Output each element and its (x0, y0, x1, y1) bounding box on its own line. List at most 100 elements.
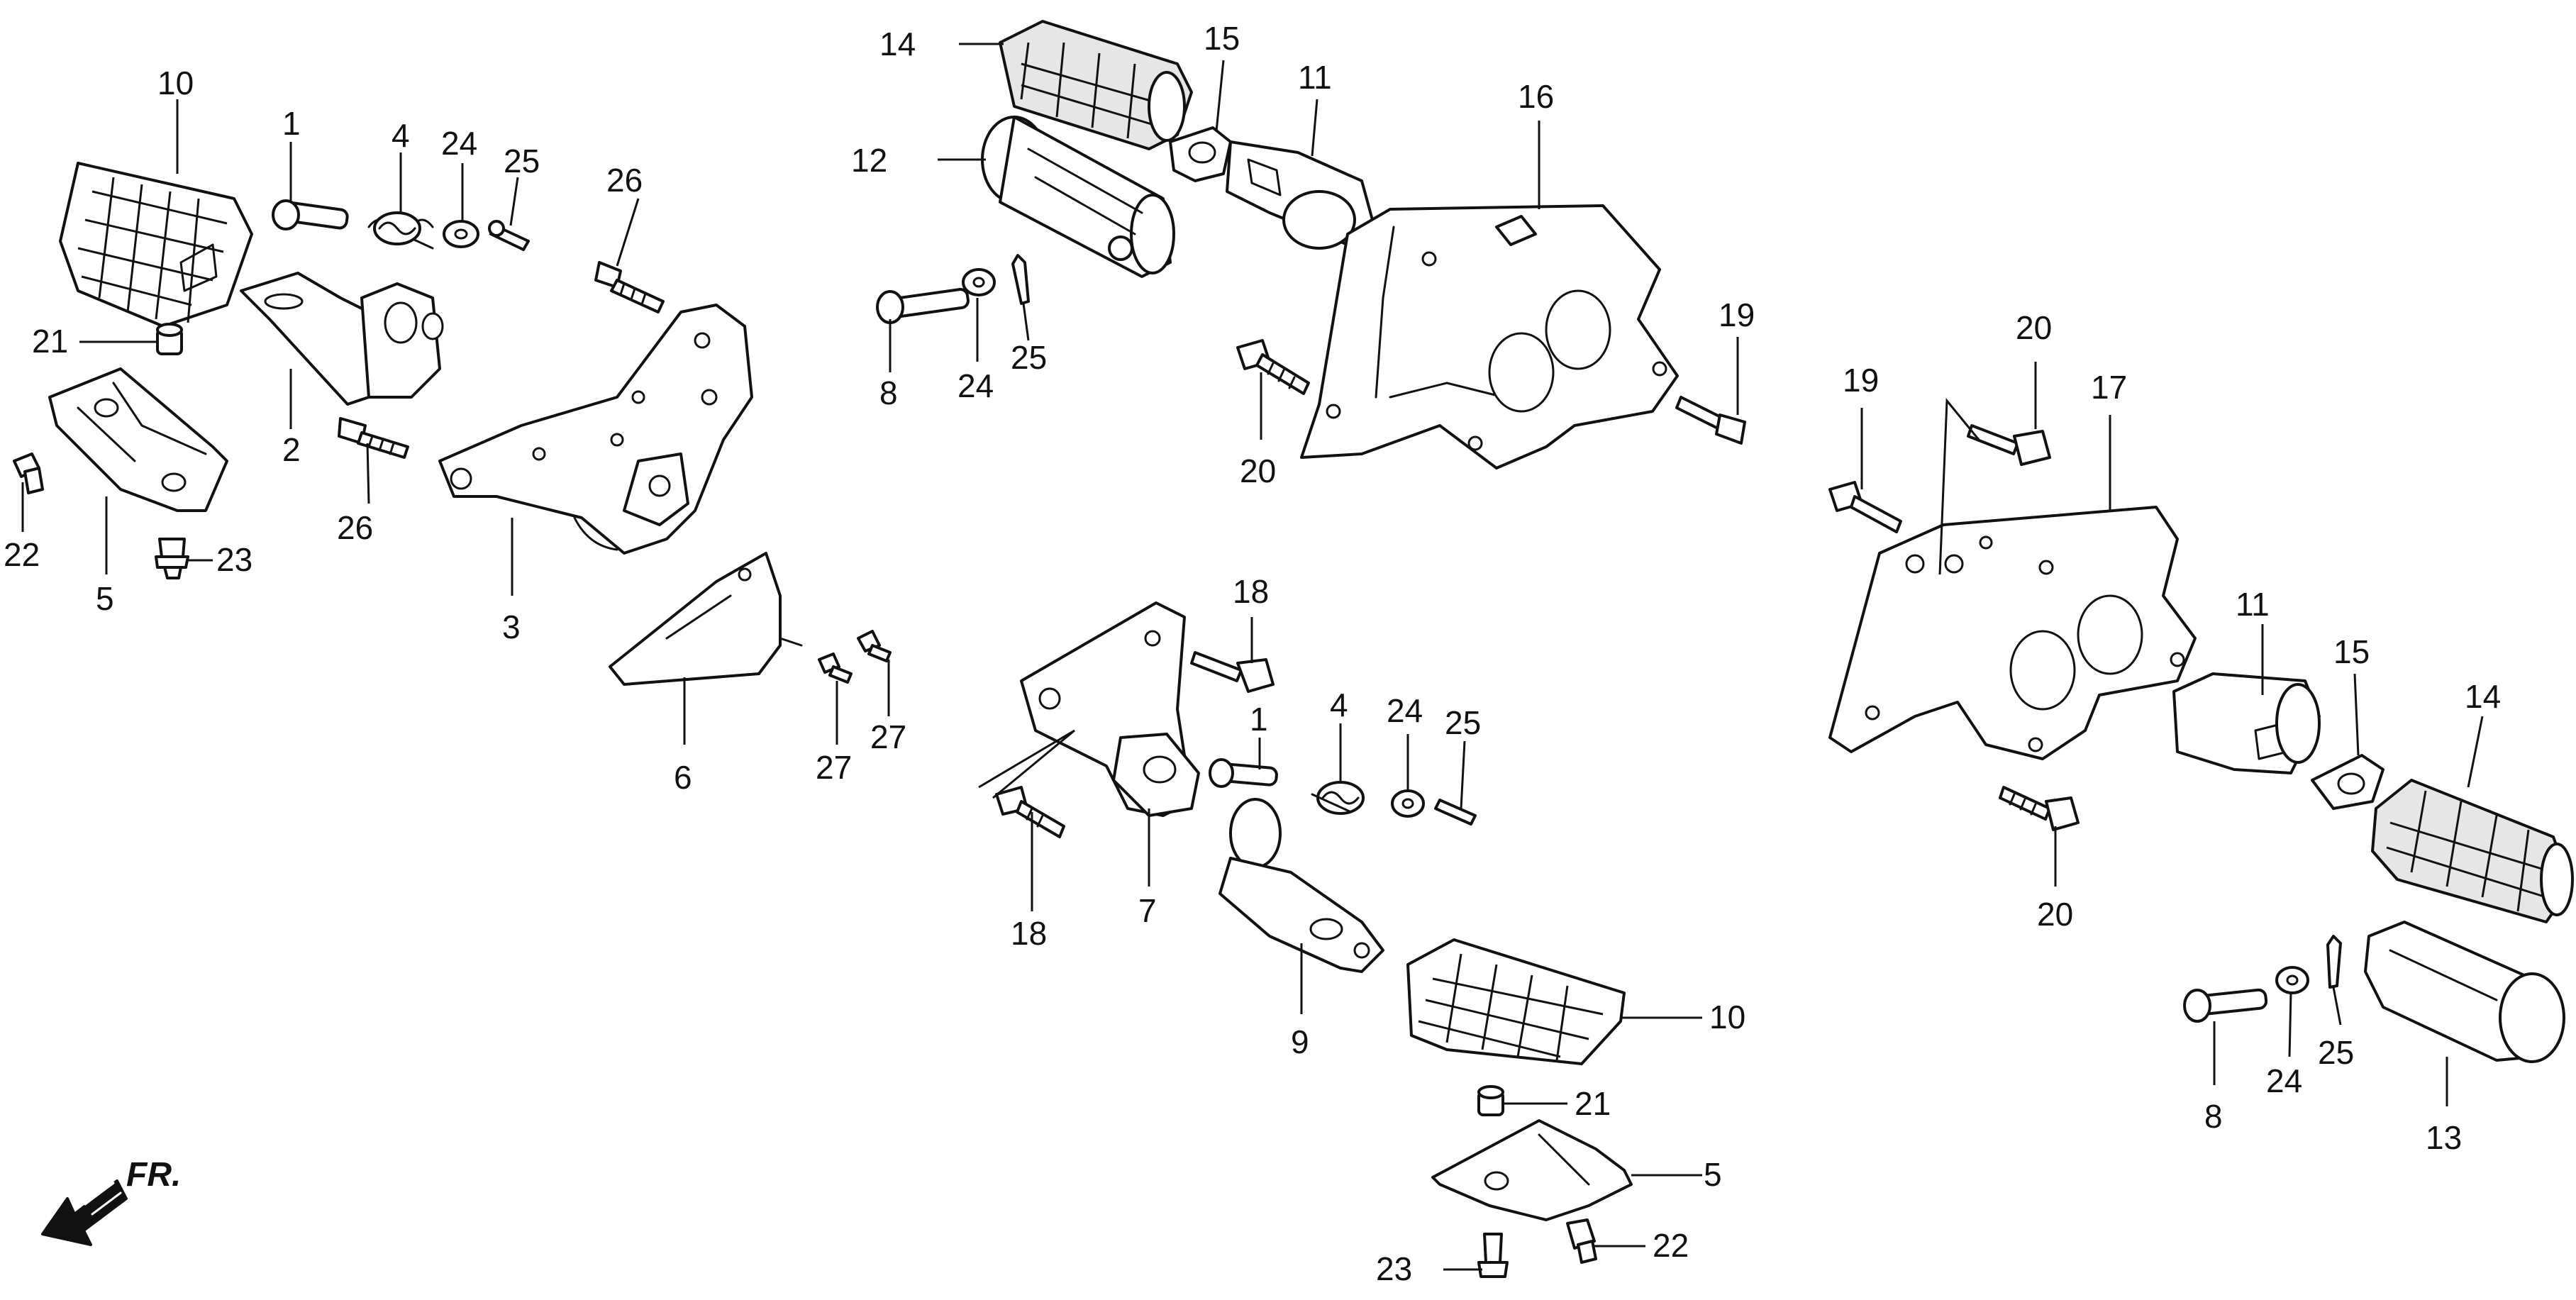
leader-lines (21, 43, 2484, 1271)
heel-guard-part-6 (609, 552, 803, 686)
bolt-part-26-lower (338, 417, 409, 459)
callout-25: 25 (504, 143, 540, 179)
callout-10: 10 (1709, 999, 1745, 1035)
callout-5: 5 (1704, 1156, 1722, 1193)
callout-25: 25 (1445, 704, 1481, 741)
callout-14: 14 (2465, 678, 2501, 715)
cotter-pin-part-25-left (488, 220, 530, 251)
callout-23: 23 (216, 541, 252, 578)
bolt-part-20-upper (1236, 339, 1310, 395)
pivot-block-part-11-right (2172, 672, 2321, 774)
callout-21: 21 (32, 323, 68, 360)
callout-25: 25 (2318, 1034, 2354, 1071)
bolt-part-20-right-lower (1999, 786, 2080, 831)
callout-27: 27 (870, 718, 906, 755)
callout-1: 1 (282, 105, 301, 142)
guard-plate-part-5-left (48, 367, 228, 512)
callout-19: 19 (1843, 362, 1879, 399)
callout-5: 5 (96, 580, 114, 617)
footpeg-rubber-part-10-left (59, 162, 253, 328)
cotter-pin-part-25-right (2326, 935, 2342, 989)
callout-26: 26 (606, 162, 643, 199)
callout-12: 12 (851, 142, 887, 179)
bolt-part-26-upper (594, 261, 665, 313)
front-direction-label: FR. (126, 1156, 181, 1194)
callout-10: 10 (157, 65, 194, 101)
mounting-plate-part-16 (1300, 204, 1679, 470)
cap-part-15-right (2311, 754, 2385, 810)
washer-part-24-left (443, 220, 479, 248)
bolt-part-20-right-upper (1967, 424, 2051, 466)
bolt-part-18-lower (995, 786, 1065, 838)
front-direction-arrow (41, 1179, 128, 1246)
callout-20: 20 (1240, 452, 1276, 489)
callout-13: 13 (2426, 1119, 2462, 1156)
callout-11: 11 (2236, 586, 2270, 623)
callout-21: 21 (1575, 1085, 1611, 1122)
collar-part-21-mid (1477, 1085, 1504, 1116)
washer-part-24-upper (962, 268, 996, 296)
collar-part-21-left (156, 323, 183, 355)
spring-part-4-left (367, 211, 434, 250)
callout-24: 24 (957, 367, 994, 404)
cap-part-15-upper (1169, 126, 1232, 182)
callout-3: 3 (502, 609, 521, 645)
pin-part-1-mid (1209, 758, 1278, 788)
bolt-part-23-left (155, 538, 189, 579)
washer-part-24-right (2275, 966, 2309, 994)
callout-27: 27 (816, 749, 852, 786)
callout-4: 4 (392, 117, 410, 154)
callout-24: 24 (2266, 1062, 2302, 1099)
callout-17: 17 (2091, 369, 2127, 406)
footpeg-rubber-part-14-upper (999, 20, 1193, 150)
callout-23: 23 (1376, 1250, 1412, 1287)
bolt-part-19-right (1828, 481, 1902, 533)
bolt-part-18-upper (1190, 651, 1275, 693)
callout-22: 22 (4, 536, 40, 573)
bolt-part-19-upper (1675, 396, 1746, 445)
callout-20: 20 (2037, 896, 2073, 933)
cotter-pin-part-25-mid (1434, 799, 1477, 826)
pin-part-8-upper (876, 288, 970, 324)
footpeg-arm-part-9 (1218, 798, 1384, 973)
callout-24: 24 (1387, 692, 1423, 729)
mounting-plate-part-3 (438, 304, 753, 555)
washer-part-24-mid (1391, 789, 1425, 818)
footpeg-rubber-part-10-mid (1406, 938, 1626, 1065)
callout-25: 25 (1011, 339, 1047, 376)
bolt-part-27-a (818, 652, 853, 684)
bolt-part-23-mid (1477, 1233, 1509, 1278)
callout-24: 24 (441, 125, 477, 162)
callout-18: 18 (1233, 573, 1269, 610)
callout-4: 4 (1330, 687, 1348, 723)
callout-11: 11 (1298, 59, 1332, 96)
footpeg-rubber-part-14-right (2371, 779, 2574, 923)
footpeg-body-part-13 (2364, 921, 2565, 1063)
callout-9: 9 (1291, 1023, 1309, 1060)
bracket-part-7 (1020, 601, 1200, 817)
pin-part-1-left (272, 199, 349, 230)
callout-18: 18 (1011, 915, 1047, 952)
callout-1: 1 (1250, 701, 1268, 738)
callout-15: 15 (2333, 633, 2370, 670)
callout-8: 8 (879, 374, 898, 411)
callout-numbers: 10 1 4 24 25 26 21 2 26 22 5 23 3 6 27 2… (4, 20, 2501, 1287)
mounting-plate-part-17 (1828, 506, 2197, 760)
spring-part-4-mid (1311, 781, 1365, 815)
callout-26: 26 (337, 509, 373, 546)
callout-6: 6 (674, 759, 692, 796)
bolt-part-22-mid (1566, 1218, 1597, 1264)
pin-part-8-right (2183, 988, 2268, 1023)
callout-22: 22 (1653, 1227, 1689, 1264)
callout-2: 2 (282, 431, 301, 468)
callout-8: 8 (2204, 1098, 2223, 1135)
callout-15: 15 (1204, 20, 1240, 57)
callout-7: 7 (1138, 892, 1157, 929)
bolt-part-22-left (13, 452, 44, 494)
cotter-pin-part-25-upper (1011, 254, 1030, 305)
callout-19: 19 (1719, 296, 1755, 333)
bolt-part-27-b (857, 630, 892, 662)
guard-plate-part-5-mid (1431, 1119, 1633, 1221)
callout-16: 16 (1518, 78, 1554, 115)
callout-20: 20 (2016, 309, 2052, 346)
